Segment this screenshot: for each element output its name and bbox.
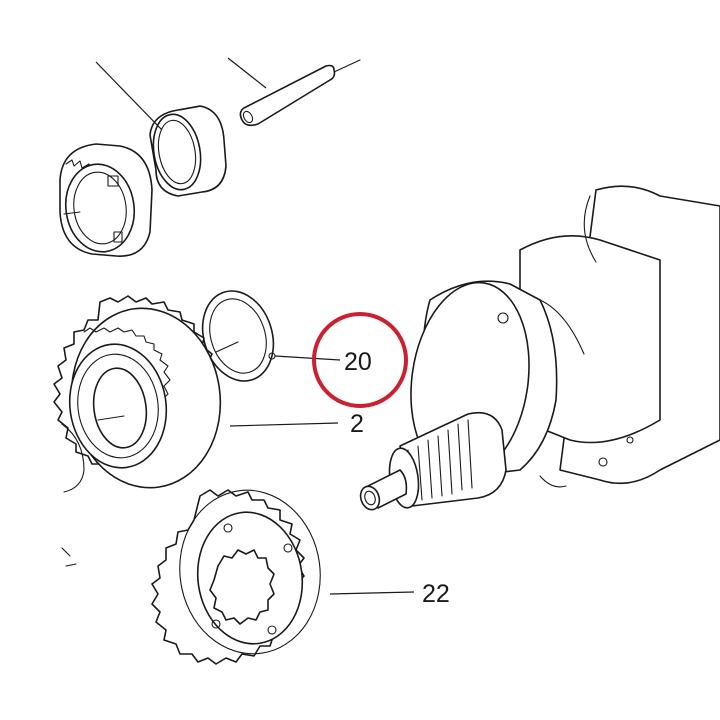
callout-22[interactable]: 22 — [422, 580, 450, 608]
leader-line-pin — [227, 57, 267, 89]
leader-line-22 — [329, 591, 415, 595]
gear-part-2[interactable] — [53, 295, 232, 497]
crankshaft-part[interactable] — [357, 185, 720, 512]
bushing-part[interactable] — [148, 105, 227, 197]
leader-line-20 — [274, 355, 341, 361]
leader-line-2 — [229, 422, 339, 427]
callout-20[interactable]: 20 — [344, 348, 372, 376]
highlight-circle — [312, 312, 408, 408]
synchro-ring-part[interactable] — [59, 143, 153, 257]
callout-2[interactable]: 2 — [350, 410, 364, 438]
bearing-fragment — [61, 423, 85, 567]
leader-line-bushing — [95, 61, 163, 131]
pin-part[interactable] — [239, 59, 361, 127]
gear-part-22[interactable] — [151, 481, 331, 665]
